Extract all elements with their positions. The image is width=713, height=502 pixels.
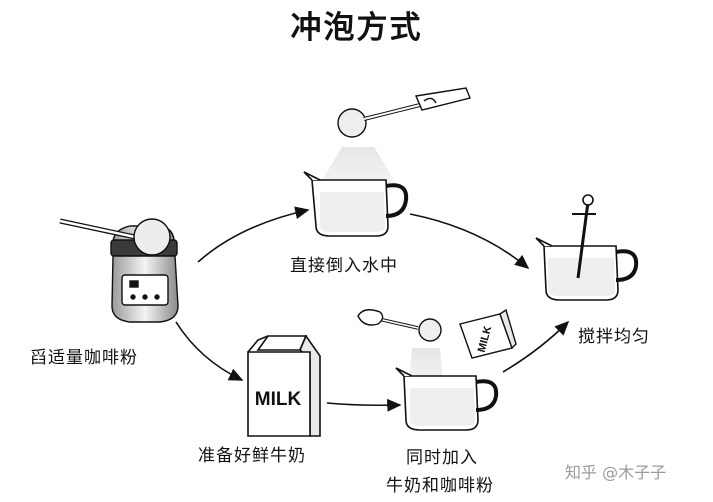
arrow-to-stir-top: [409, 213, 530, 270]
milk-carton-icon: [247, 334, 321, 437]
pour-scoop-icon: [316, 87, 471, 190]
coffee-jar-icon: [59, 218, 179, 323]
arrow-to-direct: [197, 206, 310, 263]
label-add-to-water: 直接倒入水中: [290, 256, 398, 276]
watermark: 知乎 @木子子: [565, 463, 667, 482]
jug-with-stirrer-icon: [535, 194, 639, 301]
jug-icon-top: [303, 171, 409, 237]
label-prepare-milk: 准备好鲜牛奶: [198, 446, 306, 466]
arrow-to-stir-bottom: [502, 320, 570, 373]
jug-icon-bottom: [395, 367, 499, 431]
label-stir: 搅拌均匀: [578, 327, 650, 347]
flow-arrows: [175, 206, 570, 412]
arrow-to-combined: [326, 398, 402, 412]
label-add-together-line1: 同时加入: [406, 448, 478, 468]
small-milk-carton-icon: [459, 308, 517, 359]
label-add-together-line2: 牛奶和咖啡粉: [386, 476, 494, 496]
arrow-to-milk: [175, 321, 244, 381]
milk-carton-label: MILK: [255, 389, 302, 410]
label-scoop-coffee: 舀适量咖啡粉: [30, 348, 138, 368]
page-title: 冲泡方式: [290, 10, 423, 46]
